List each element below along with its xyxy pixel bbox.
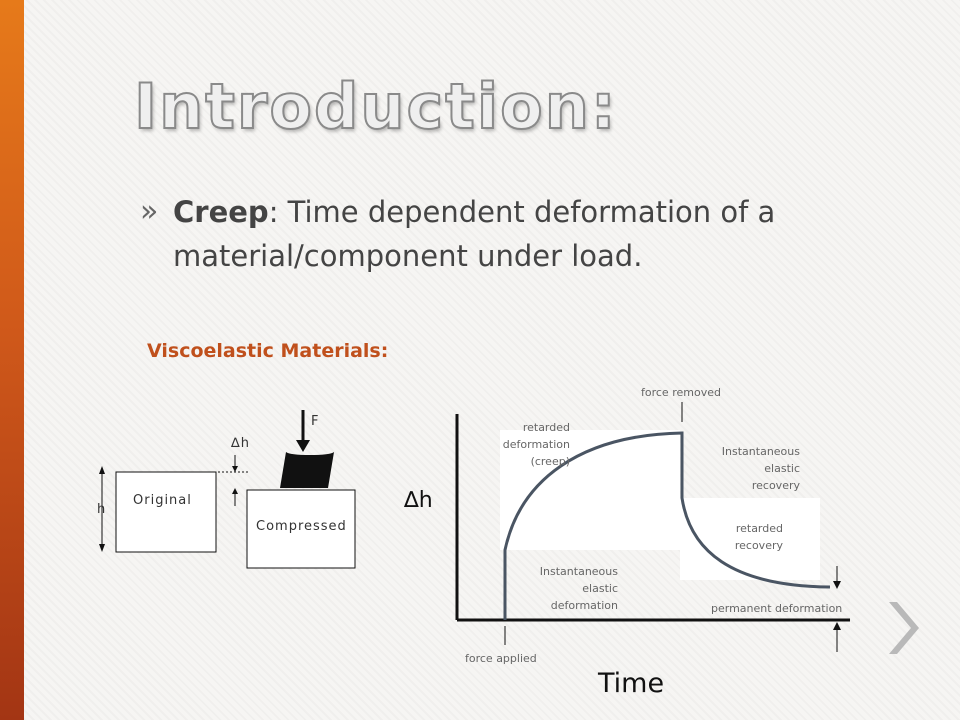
instantaneous-elastic-deformation-label: Instantaneous elastic deformation [520,563,618,614]
subheading: Viscoelastic Materials: [147,340,389,362]
weight-icon [280,452,334,488]
compression-diagram [99,410,356,569]
slide-canvas [24,0,960,720]
chevron-right-icon[interactable] [883,598,919,658]
label-line: deformation [502,438,570,451]
graph-x-label: Time [598,668,665,699]
label-line: (creep) [530,455,570,468]
creep-curve [503,431,831,620]
label-line: elastic [764,462,800,475]
label-line: recovery [751,479,800,492]
force-label: F [311,414,320,429]
label-line: recovery [734,539,783,552]
h-label: h [97,502,107,517]
delta-h-label: ∆h [231,436,250,451]
label-line: deformation [550,599,618,612]
label-line: retarded [522,421,570,434]
retarded-recovery-label: retarded recovery [700,520,783,554]
permanent-deformation-label: permanent deformation [711,602,843,615]
side-accent-bar [0,0,24,720]
slide-title: Introduction: [133,69,618,144]
bullet-definition: : Time dependent deformation of a materi… [173,195,776,273]
force-removed-label: force removed [641,386,721,399]
label-line: elastic [582,582,618,595]
instantaneous-elastic-recovery-label: Instantaneous elastic recovery [700,443,800,494]
graph-y-label: ∆h [404,488,433,513]
label-line: Instantaneous [721,445,800,458]
creep-graph [455,402,850,652]
label-line: Instantaneous [539,565,618,578]
retarded-deformation-label: retarded deformation (creep) [480,419,570,470]
bullet-term: Creep [173,195,269,229]
bullet-marker: » [140,194,159,229]
bullet-text: Creep: Time dependent deformation of a m… [173,190,833,278]
force-applied-label: force applied [465,652,537,665]
original-label: Original [133,493,192,508]
compressed-label: Compressed [256,519,347,534]
label-line: retarded [735,522,783,535]
